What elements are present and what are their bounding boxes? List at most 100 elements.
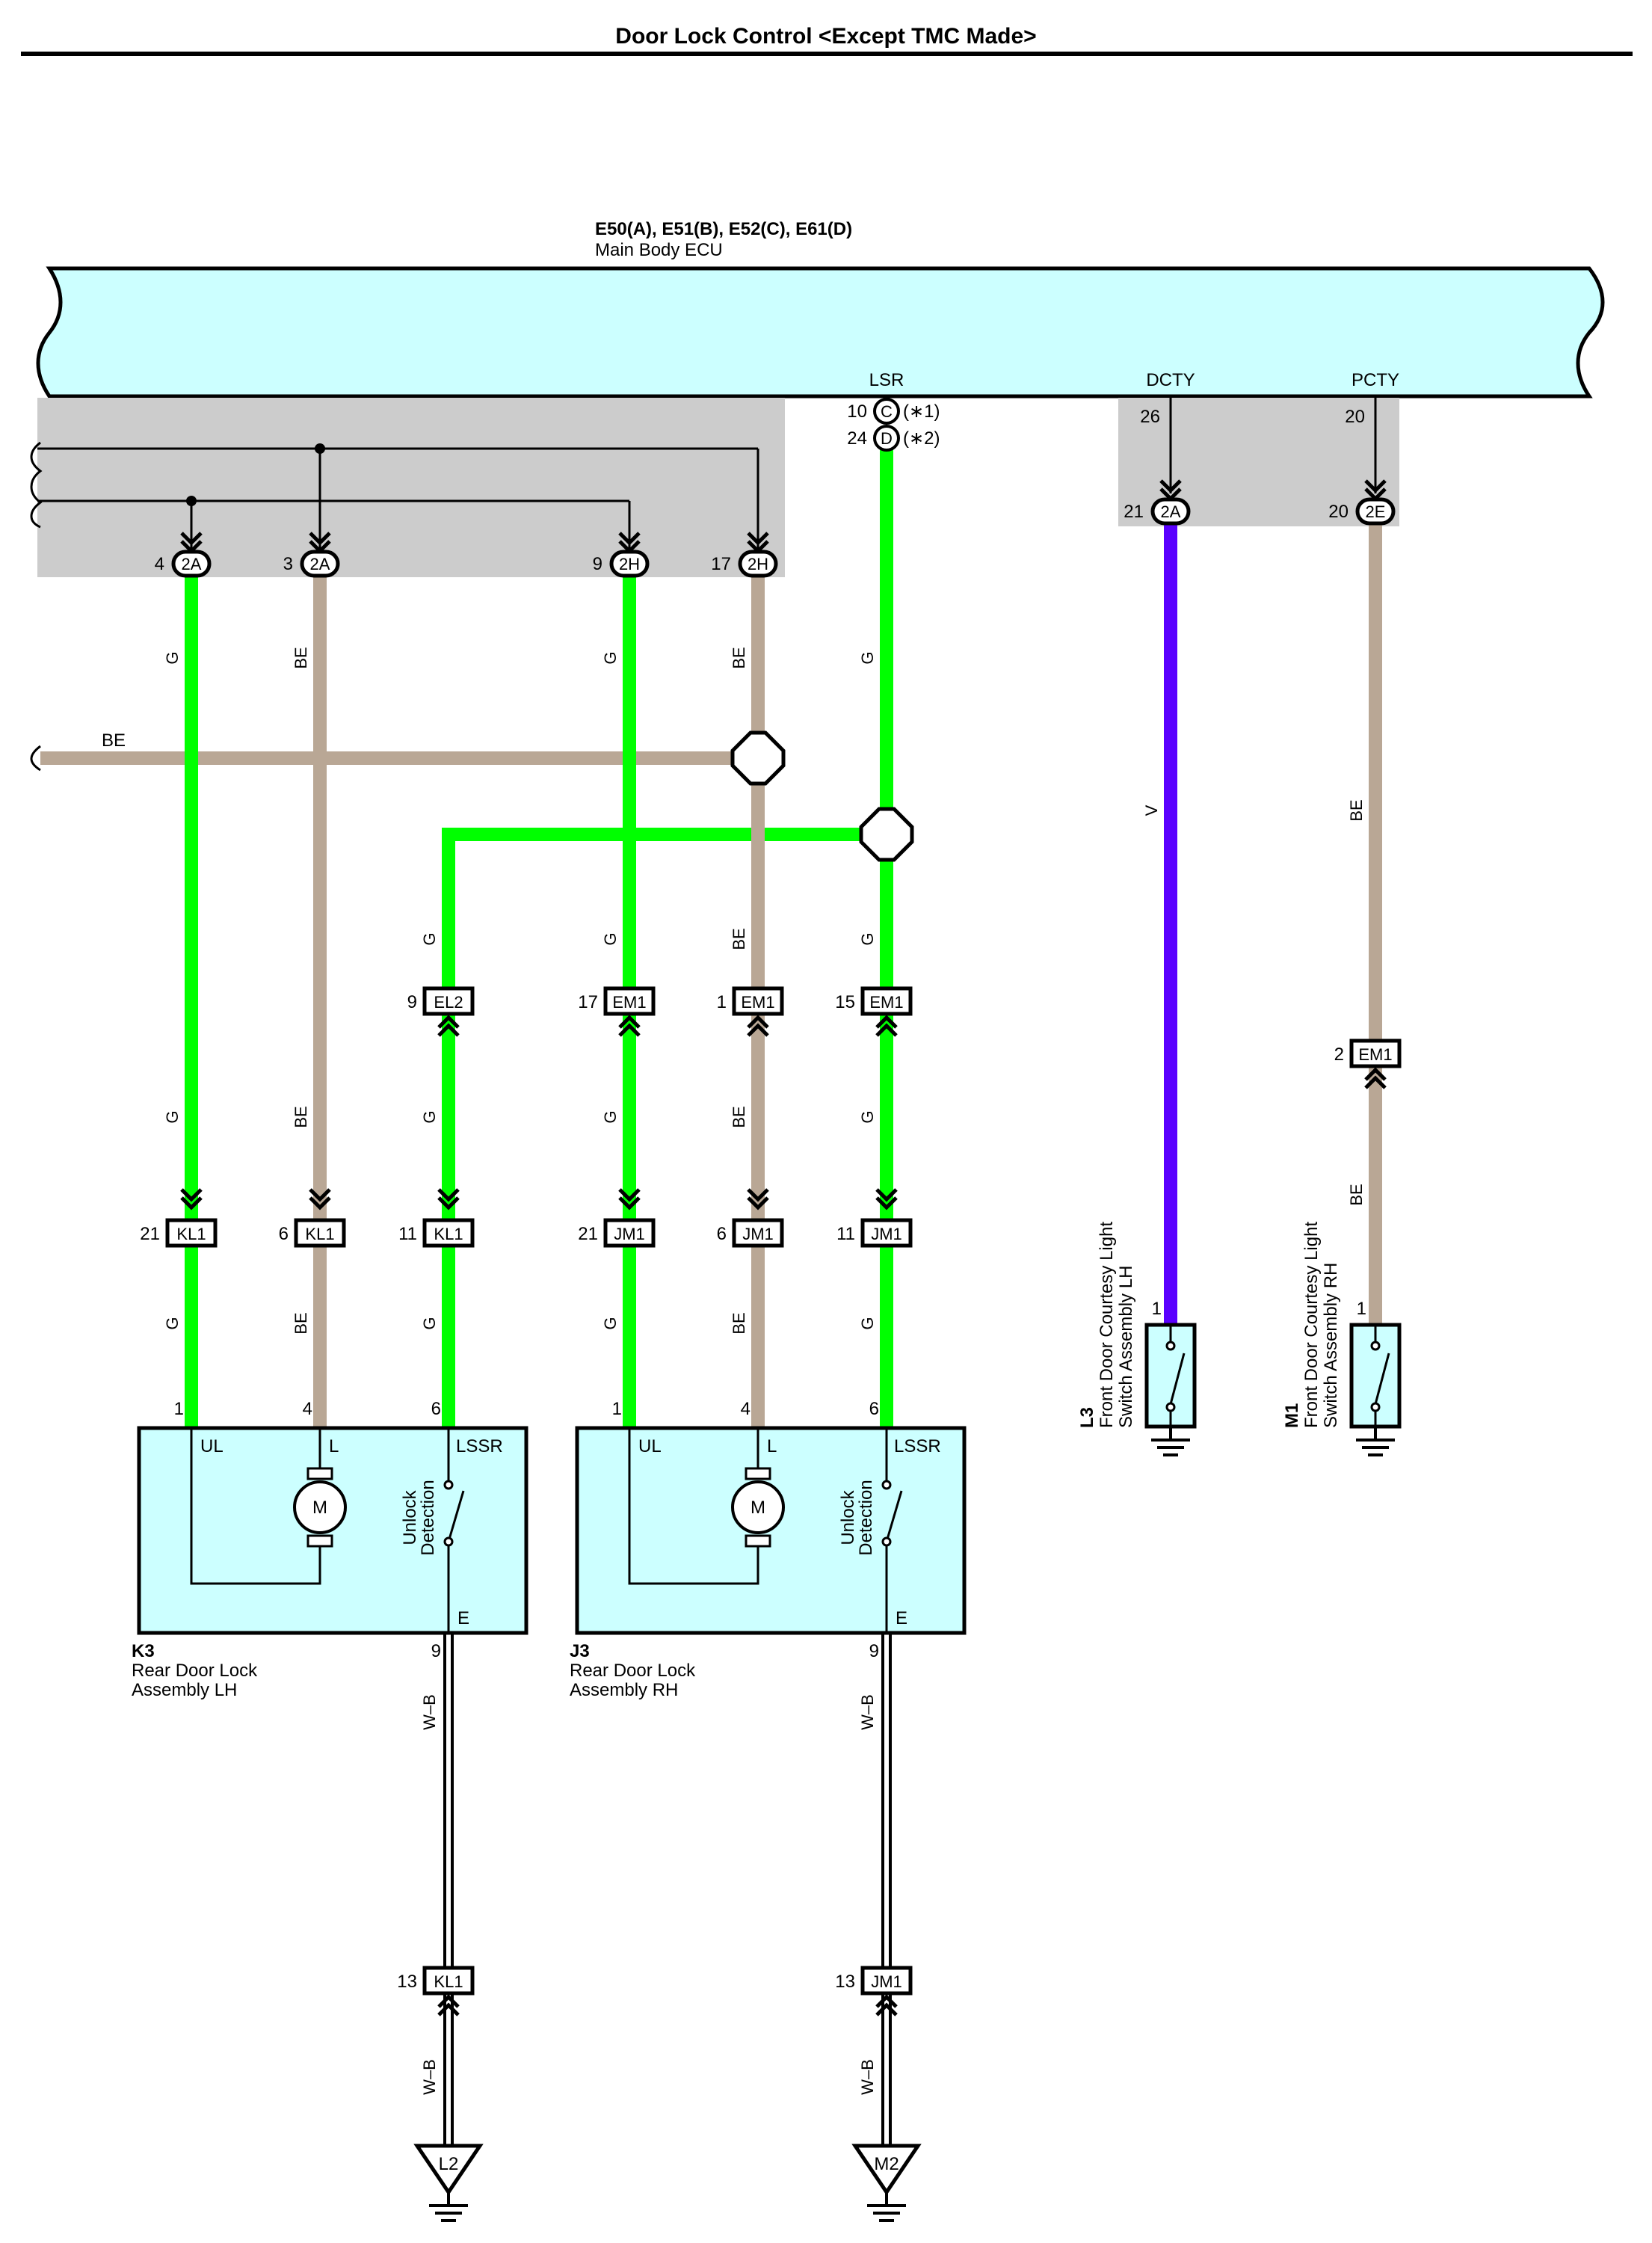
connector-em1-1: EM1 1: [717, 986, 784, 1036]
svg-text:M2: M2: [874, 2154, 899, 2174]
svg-text:JM1: JM1: [742, 1225, 774, 1243]
courtesy-switch-lh: 1 L3 Front Door Courtesy Light Switch As…: [1077, 1222, 1197, 1456]
svg-text:K3: K3: [132, 1641, 155, 1661]
svg-text:21: 21: [1124, 502, 1144, 522]
rear-door-lock-lh: 1 4 6 UL L LSSR M Unlock Detection E 9 K…: [132, 1399, 528, 1700]
svg-text:JM1: JM1: [614, 1225, 645, 1243]
svg-text:G: G: [601, 651, 620, 664]
svg-text:G: G: [858, 1110, 877, 1123]
svg-text:Unlock: Unlock: [400, 1489, 420, 1545]
svg-text:BE: BE: [1347, 1184, 1366, 1205]
ground-icon: [1150, 1425, 1192, 1456]
bus-junction-dot: [315, 443, 325, 454]
svg-text:6: 6: [869, 1399, 879, 1419]
page-title: Door Lock Control <Except TMC Made>: [615, 24, 1036, 49]
svg-text:G: G: [858, 651, 877, 664]
motor-icon: [731, 1480, 785, 1534]
bus-junction-dot: [186, 496, 197, 506]
motor-icon: [293, 1480, 347, 1534]
dcty-pin: 26: [1140, 407, 1160, 427]
svg-text:KL1: KL1: [434, 1225, 463, 1243]
svg-text:KL1: KL1: [176, 1225, 206, 1243]
ground-icon: [866, 2191, 907, 2222]
svg-text:Assembly RH: Assembly RH: [570, 1680, 678, 1700]
svg-text:W–B: W–B: [420, 1694, 439, 1730]
svg-text:BE: BE: [730, 1106, 748, 1127]
shaded-area-left: [37, 398, 785, 577]
svg-text:LSSR: LSSR: [894, 1436, 941, 1456]
svg-text:Switch Assembly RH: Switch Assembly RH: [1321, 1263, 1341, 1428]
svg-text:20: 20: [1328, 502, 1349, 522]
switch-icon: [1374, 1353, 1390, 1405]
svg-text:E: E: [457, 1608, 469, 1628]
svg-text:BE: BE: [1347, 799, 1366, 821]
svg-text:2A: 2A: [310, 555, 330, 573]
svg-text:2E: 2E: [1366, 502, 1386, 521]
svg-text:Detection: Detection: [856, 1480, 876, 1555]
lsr-connector-c: [873, 398, 900, 425]
lsr-pin-1: 10: [847, 401, 867, 422]
junction-2h-9: 2H 9: [593, 533, 650, 578]
svg-text:Rear Door Lock: Rear Door Lock: [570, 1661, 696, 1681]
svg-text:BE: BE: [730, 1312, 748, 1334]
svg-text:1: 1: [717, 992, 727, 1012]
svg-text:L: L: [329, 1436, 339, 1456]
junction-2h-17: 2H 17: [711, 533, 778, 578]
svg-text:UL: UL: [200, 1436, 224, 1456]
connector-jm1-21: JM1 21: [578, 1190, 656, 1248]
ecu-name: Main Body ECU: [595, 240, 723, 260]
svg-text:9: 9: [407, 992, 417, 1012]
connector-em1-15: EM1 15: [835, 986, 913, 1036]
svg-text:2: 2: [1334, 1044, 1344, 1065]
lsr-pin-2: 24: [847, 428, 867, 449]
svg-text:6: 6: [279, 1224, 289, 1244]
terminal-lsr: LSR: [869, 370, 904, 390]
svg-text:1: 1: [612, 1399, 622, 1419]
junction-2e-20: 2E 20: [1328, 481, 1396, 526]
svg-text:G: G: [420, 1317, 439, 1329]
svg-text:KL1: KL1: [434, 1972, 463, 1991]
svg-text:J3: J3: [570, 1641, 590, 1661]
connector-kl1-21: KL1 21: [140, 1190, 218, 1248]
svg-text:1: 1: [174, 1399, 184, 1419]
svg-text:G: G: [601, 932, 620, 945]
connector-jm1-13: JM1 13: [835, 1966, 913, 2015]
svg-text:G: G: [858, 932, 877, 945]
svg-text:JM1: JM1: [871, 1972, 902, 1991]
svg-text:2A: 2A: [182, 555, 202, 573]
svg-text:KL1: KL1: [305, 1225, 334, 1243]
connector-kl1-11: KL1 11: [398, 1190, 475, 1248]
junction-2a-3: 2A 3: [283, 533, 340, 578]
svg-text:Assembly LH: Assembly LH: [132, 1680, 237, 1700]
wire-color-labels: G BE G BE G BE G G BE G G BE G G BE G G …: [102, 647, 1366, 2095]
svg-text:E: E: [896, 1608, 907, 1628]
svg-text:BE: BE: [730, 928, 748, 950]
svg-text:G: G: [601, 1317, 620, 1329]
svg-text:21: 21: [140, 1224, 160, 1244]
svg-text:4: 4: [303, 1399, 312, 1419]
svg-text:4: 4: [155, 554, 164, 574]
svg-text:JM1: JM1: [871, 1225, 902, 1243]
svg-text:9: 9: [869, 1641, 879, 1661]
svg-text:G: G: [601, 1110, 620, 1123]
lsr-conn-1: C: [881, 402, 893, 421]
svg-text:13: 13: [397, 1972, 417, 1992]
ground-icon: [428, 2191, 469, 2222]
svg-text:BE: BE: [292, 1312, 310, 1334]
svg-text:BE: BE: [730, 647, 748, 668]
svg-text:9: 9: [593, 554, 602, 574]
connector-kl1-13: KL1 13: [397, 1966, 475, 2015]
svg-text:4: 4: [741, 1399, 751, 1419]
main-body-ecu: [36, 266, 1605, 399]
svg-text:Front Door Courtesy Light: Front Door Courtesy Light: [1301, 1222, 1322, 1428]
svg-text:G: G: [858, 1317, 877, 1329]
svg-text:3: 3: [283, 554, 293, 574]
svg-text:2H: 2H: [619, 555, 640, 573]
connector-em1-17: EM1 17: [578, 986, 656, 1036]
svg-text:W–B: W–B: [420, 2059, 439, 2095]
switch-icon: [885, 1490, 903, 1542]
svg-text:2H: 2H: [748, 555, 768, 573]
svg-text:LSSR: LSSR: [456, 1436, 503, 1456]
svg-text:EM1: EM1: [1358, 1045, 1392, 1064]
svg-text:11: 11: [398, 1224, 417, 1244]
